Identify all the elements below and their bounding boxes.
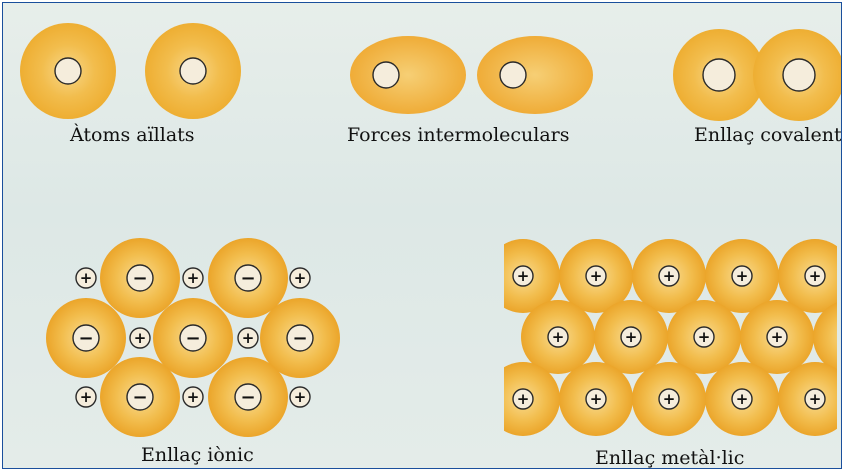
cation-sign: +	[294, 269, 307, 287]
cation-sign: +	[80, 388, 93, 406]
anion-sign: −	[292, 328, 307, 349]
caption-isolated-atoms: Àtoms aïllats	[70, 124, 195, 146]
metal-cation-sign: +	[809, 267, 822, 285]
isolated-atom-nucleus	[180, 58, 206, 84]
intermolecular-forces-group	[350, 36, 593, 114]
covalent-nucleus	[783, 59, 815, 91]
anion-sign: −	[132, 387, 147, 408]
metal-cation	[840, 327, 842, 347]
cation-sign: +	[80, 269, 93, 287]
cation-sign: +	[294, 388, 307, 406]
covalent-bond-group	[673, 29, 842, 121]
metal-cation-sign: +	[736, 390, 749, 408]
metal-cation-sign: +	[517, 267, 530, 285]
molecule-nucleus	[373, 62, 399, 88]
bond-types-diagram: + − + − + − + − + − + − + − + + + + + + + + + + + + + + + + + + + Àtoms…	[2, 2, 842, 469]
molecule-cloud	[350, 36, 466, 114]
caption-intermolecular-forces: Forces intermoleculars	[347, 124, 570, 146]
metal-cation-sign: +	[698, 328, 711, 346]
metal-cation-sign: +	[809, 390, 822, 408]
ionic-lattice-group: + − + − + − + − + − + − + − +	[46, 238, 340, 437]
anion-sign: −	[185, 328, 200, 349]
anion-sign: −	[78, 328, 93, 349]
metal-cation-sign: +	[590, 267, 603, 285]
anion-sign: −	[240, 268, 255, 289]
isolated-atoms-group	[20, 23, 241, 119]
metal-cation-sign: +	[736, 267, 749, 285]
cation-sign: +	[134, 329, 147, 347]
molecule-nucleus	[500, 62, 526, 88]
covalent-nucleus	[703, 59, 735, 91]
metallic-lattice-group: ++++++++++++++++++	[486, 239, 842, 436]
cation-sign: +	[242, 329, 255, 347]
metal-cation-sign: +	[771, 328, 784, 346]
caption-metallic-bond: Enllaç metàl·lic	[595, 447, 744, 469]
cation-sign: +	[187, 269, 200, 287]
metal-cation-sign: +	[517, 390, 530, 408]
metal-cation-sign: +	[625, 328, 638, 346]
metal-cation-sign: +	[663, 267, 676, 285]
diagram-artwork: + − + − + − + − + − + − + − + + + + + + + + + + + + + + + + + + +	[3, 3, 842, 469]
metal-cation-sign: +	[590, 390, 603, 408]
caption-ionic-bond: Enllaç iònic	[141, 444, 254, 466]
anion-sign: −	[240, 387, 255, 408]
molecule-cloud	[477, 36, 593, 114]
isolated-atom-nucleus	[55, 58, 81, 84]
metal-cation-sign: +	[552, 328, 565, 346]
metal-cation-sign: +	[663, 390, 676, 408]
cation-sign: +	[187, 388, 200, 406]
caption-covalent-bond: Enllaç covalent	[694, 124, 842, 146]
anion-sign: −	[132, 268, 147, 289]
